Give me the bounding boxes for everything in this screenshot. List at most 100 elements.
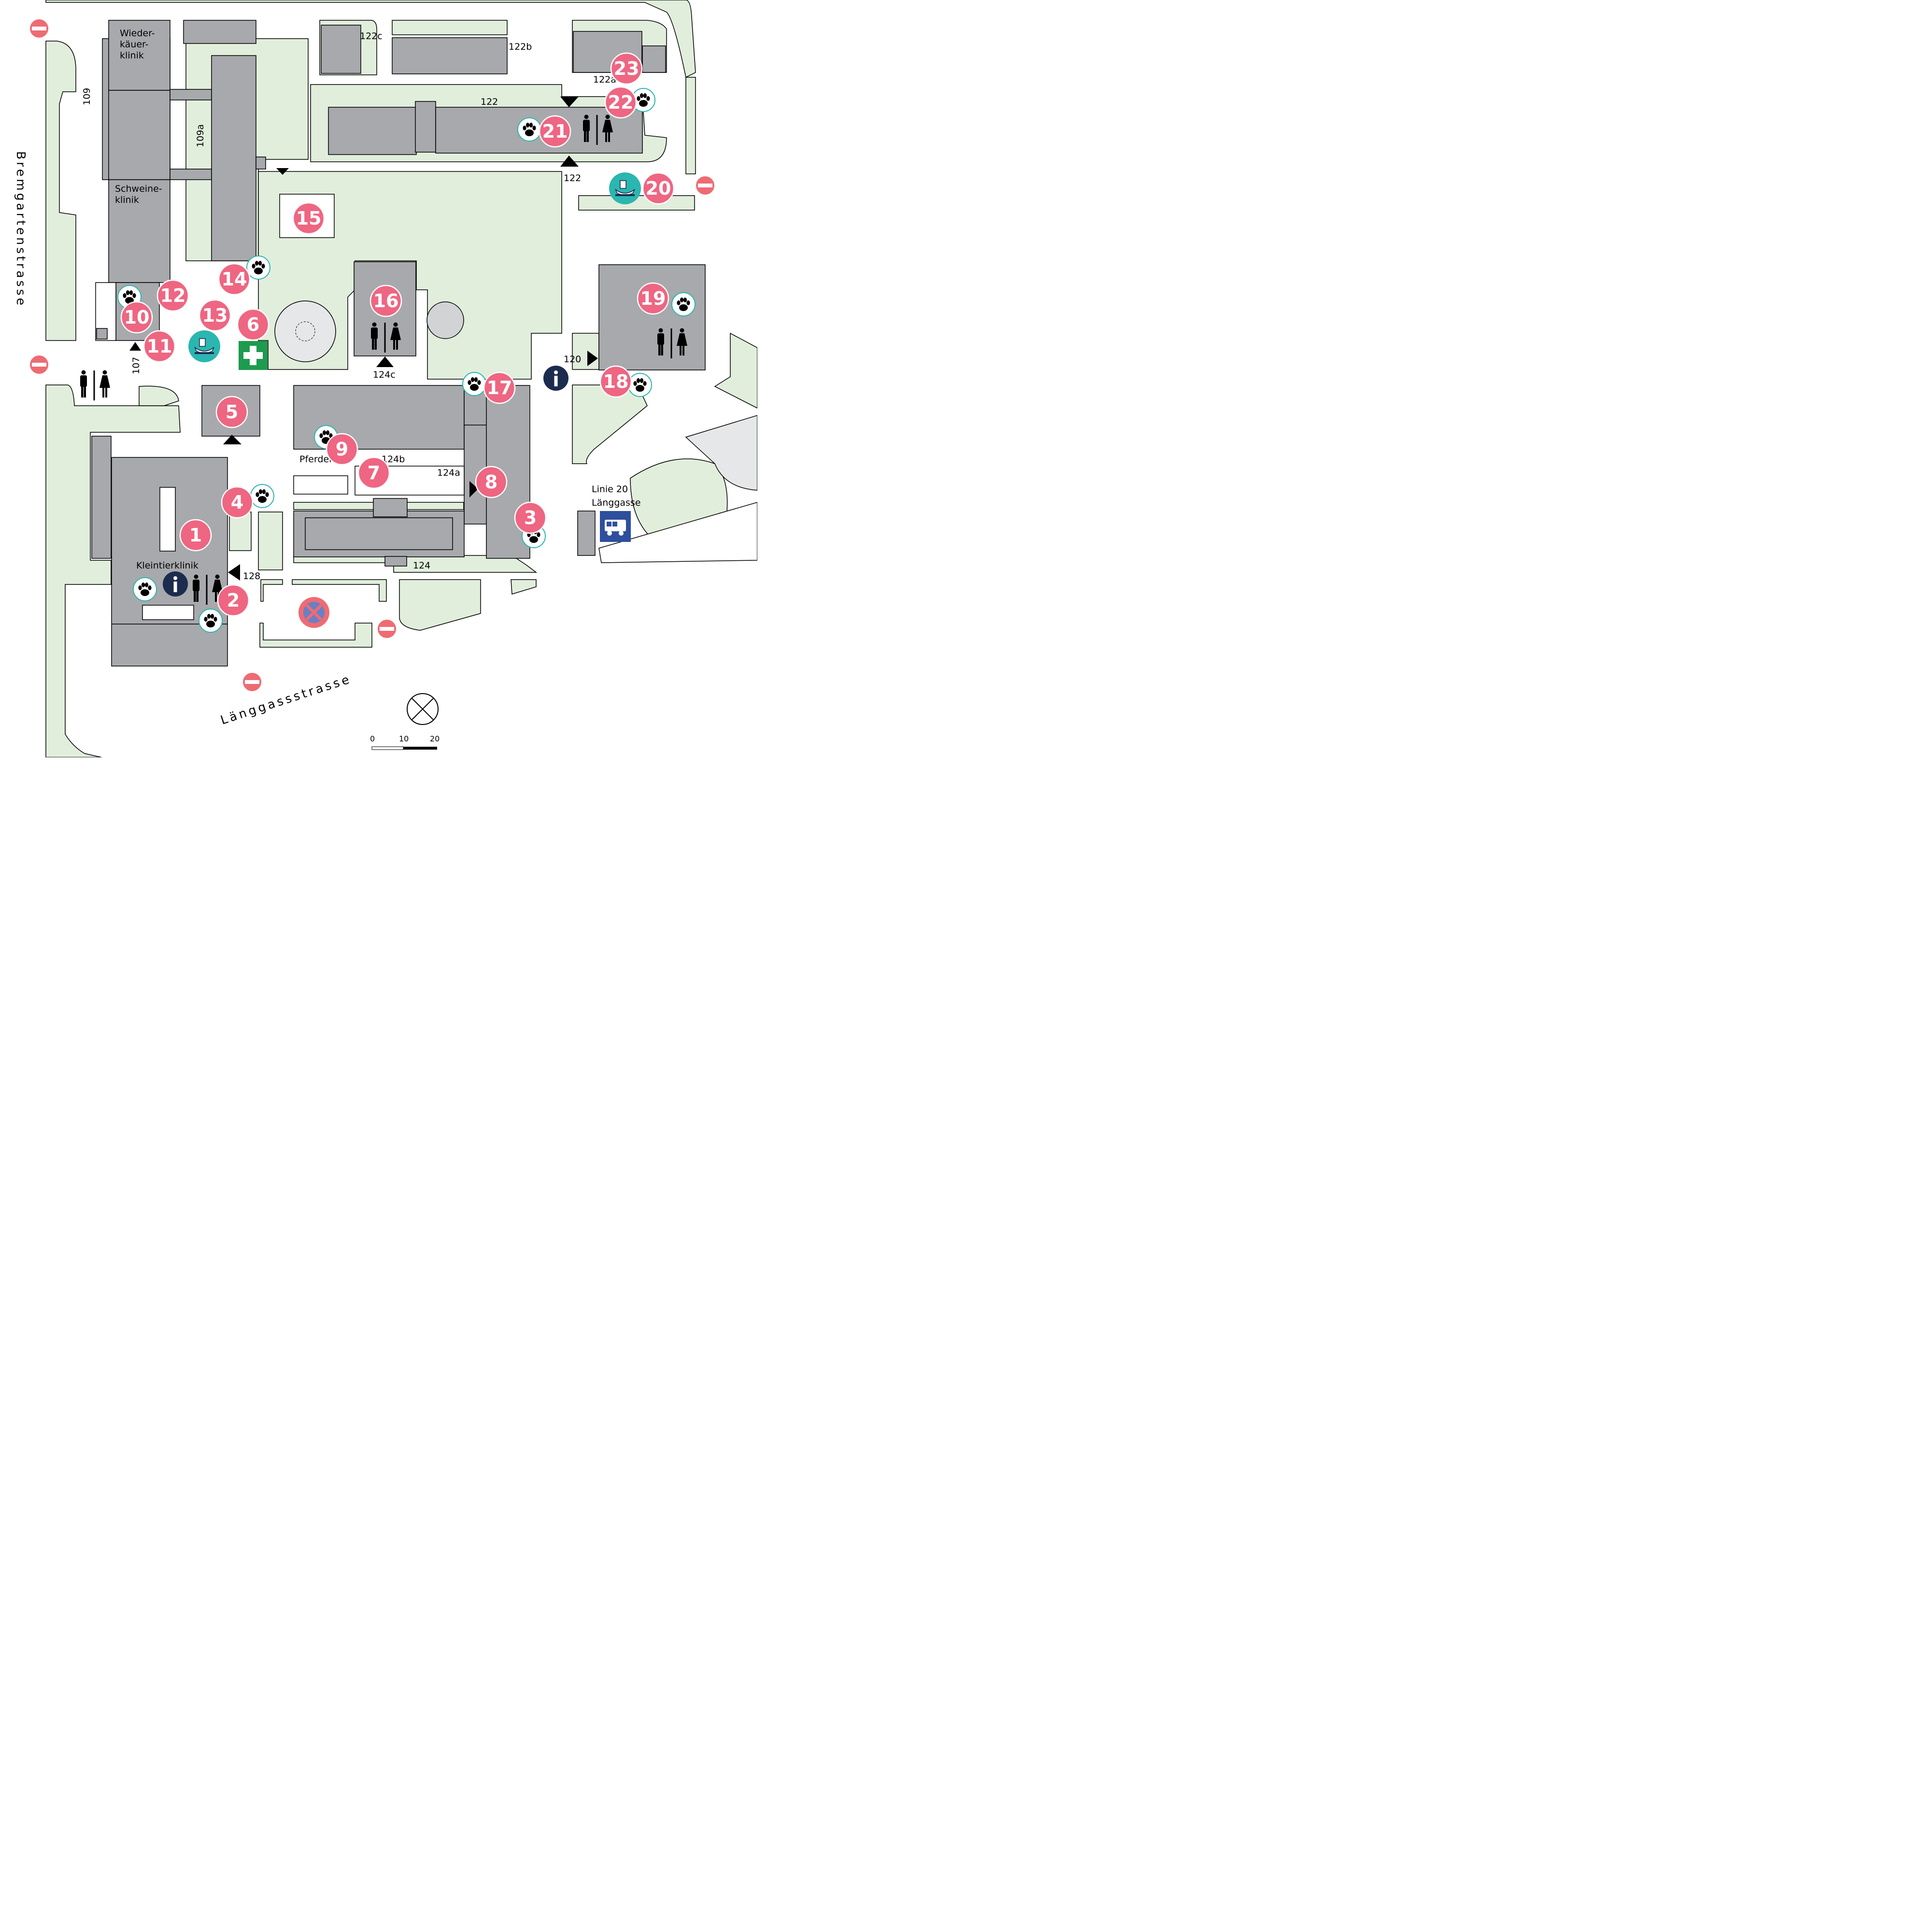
street-name-bremgartenstrasse: Bremgartenstrasse — [14, 151, 28, 308]
location-marker-15[interactable]: 15 — [292, 202, 325, 235]
location-marker-4[interactable]: 4 — [221, 486, 254, 519]
location-marker-1[interactable]: 1 — [179, 519, 212, 552]
location-marker-11[interactable]: 11 — [143, 330, 176, 363]
wiederkaeuer-label-line-2: käuer- — [120, 39, 149, 50]
no-entry-sign-icon — [242, 672, 262, 692]
marker-number: 19 — [640, 288, 666, 309]
location-marker-19[interactable]: 19 — [637, 282, 669, 315]
street-name-laenggassstrasse: Länggassstrasse — [219, 672, 353, 727]
marker-number: 6 — [247, 314, 259, 335]
marker-circle — [156, 279, 189, 312]
first-aid-icon — [239, 341, 268, 370]
paw-print-icon — [199, 609, 223, 633]
marker-circle — [120, 301, 153, 334]
building-number-128: 128 — [243, 571, 260, 582]
location-marker-7[interactable]: 7 — [357, 456, 390, 489]
location-marker-8[interactable]: 8 — [475, 466, 508, 498]
location-marker-18[interactable]: 18 — [599, 365, 632, 398]
marker-circle — [326, 433, 358, 466]
location-marker-22[interactable]: 22 — [604, 86, 637, 119]
marker-number: 22 — [608, 92, 634, 113]
location-marker-10[interactable]: 10 — [120, 301, 153, 334]
marker-number: 17 — [487, 377, 512, 398]
marker-circle — [218, 263, 251, 296]
schweine-label-line-2: klinik — [115, 195, 139, 205]
marker-circle — [642, 172, 675, 205]
location-marker-3[interactable]: 3 — [514, 501, 547, 534]
marker-number: 2 — [227, 590, 240, 611]
scale-bar: 0 10 20 — [370, 734, 440, 750]
wiederkaeuer-label-line-1: Wieder- — [120, 28, 155, 39]
building-numbers: 109 109a 107 122c 122b 122a 122 122 120 … — [82, 31, 616, 582]
entrance-arrows — [129, 97, 598, 581]
building-number-109: 109 — [82, 88, 92, 105]
scale-tick-10: 10 — [399, 734, 409, 743]
paw-print-icon — [133, 577, 157, 601]
marker-number: 8 — [485, 471, 497, 493]
location-marker-5[interactable]: 5 — [215, 396, 248, 428]
location-marker-20[interactable]: 20 — [642, 172, 675, 205]
food-drink-icon — [609, 172, 641, 204]
building-number-109a: 109a — [195, 124, 206, 147]
paw-print-icon — [628, 373, 652, 397]
wiederkaeuer-label-line-3: klinik — [120, 50, 144, 61]
marker-number: 5 — [226, 401, 238, 423]
paw-print-icon — [517, 117, 541, 142]
marker-circle — [237, 308, 270, 341]
schweine-label-line-1: Schweine- — [115, 184, 162, 194]
marker-circle — [215, 396, 248, 428]
building-number-122-top: 122 — [481, 97, 498, 107]
scale-tick-0: 0 — [370, 734, 375, 743]
marker-circle — [514, 501, 547, 534]
marker-number: 23 — [614, 58, 639, 79]
marker-number: 18 — [603, 371, 629, 392]
no-entry-sign-icon — [377, 619, 397, 639]
marker-circle — [179, 519, 212, 552]
no-stopping-sign-icon — [298, 597, 329, 628]
location-marker-21[interactable]: 21 — [539, 115, 571, 148]
marker-circle — [599, 365, 632, 398]
bus-stop-name: Länggasse — [592, 497, 641, 508]
location-marker-2[interactable]: 2 — [217, 584, 250, 617]
location-marker-17[interactable]: 17 — [483, 371, 516, 404]
marker-number: 20 — [646, 178, 671, 199]
campus-map: Bremgartenstrasse Länggassstrasse Wieder… — [14, 0, 757, 757]
marker-number: 10 — [124, 307, 150, 328]
pferde-label: Pferdek — [299, 454, 334, 465]
location-marker-14[interactable]: 14 — [218, 263, 251, 296]
building-number-124: 124 — [413, 560, 430, 571]
paw-print-icon — [250, 484, 274, 508]
no-entry-sign-icon — [29, 18, 49, 39]
building-number-120: 120 — [564, 354, 581, 365]
no-entry-sign-icon — [29, 355, 49, 375]
marker-number: 16 — [373, 290, 399, 312]
location-marker-9[interactable]: 9 — [326, 433, 358, 466]
food-drink-icon — [188, 330, 220, 362]
marker-circle — [483, 371, 516, 404]
building-number-124c: 124c — [373, 369, 396, 380]
building-number-122a: 122a — [593, 74, 616, 85]
location-marker-12[interactable]: 12 — [156, 279, 189, 312]
kleintier-label: Kleintierklinik — [136, 560, 199, 571]
marker-number: 14 — [222, 269, 247, 290]
location-marker-23[interactable]: 23 — [610, 52, 643, 85]
location-marker-13[interactable]: 13 — [199, 299, 231, 332]
marker-number: 3 — [524, 507, 537, 528]
marker-number: 11 — [147, 336, 172, 357]
building-number-122b: 122b — [509, 42, 532, 52]
marker-number: 15 — [296, 208, 322, 229]
building-number-122c: 122c — [360, 31, 383, 42]
no-entry-sign-icon — [695, 175, 715, 196]
info-icon — [163, 571, 188, 597]
marker-circle — [221, 486, 254, 519]
marker-number: 21 — [542, 121, 568, 142]
north-arrow-icon — [407, 693, 439, 725]
location-marker-6[interactable]: 6 — [237, 308, 270, 341]
building-labels: Wieder- käuer- klinik Schweine- klinik K… — [115, 28, 334, 571]
marker-circle — [475, 466, 508, 498]
bus-icon — [600, 511, 631, 542]
paw-print-icon — [246, 256, 270, 280]
marker-circle — [217, 584, 250, 617]
location-marker-16[interactable]: 16 — [369, 284, 402, 317]
